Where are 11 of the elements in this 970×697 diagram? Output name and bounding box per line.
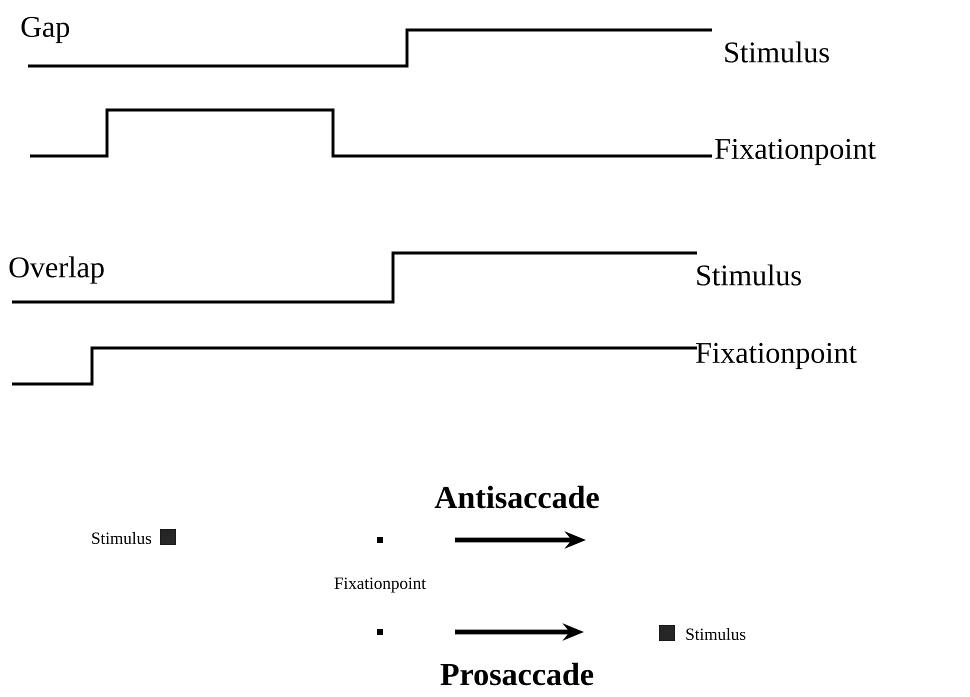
condition-label: Gap	[22, 16, 70, 44]
stimulus-label: Stimulus	[92, 532, 152, 544]
condition-label: Overlap	[10, 256, 104, 284]
signal-label: Stimulus	[697, 264, 801, 286]
signal-label: Stimulus	[725, 41, 829, 63]
signal-label: Fixationpoint	[715, 138, 876, 166]
fixation-label: Fixationpoint	[334, 578, 426, 592]
stimulus-label: Stimulus	[686, 628, 746, 640]
saccade-label: Antisaccade	[434, 486, 599, 508]
saccade-label: Prosaccade	[440, 662, 594, 686]
signal-label: Fixationpoint	[696, 342, 857, 370]
